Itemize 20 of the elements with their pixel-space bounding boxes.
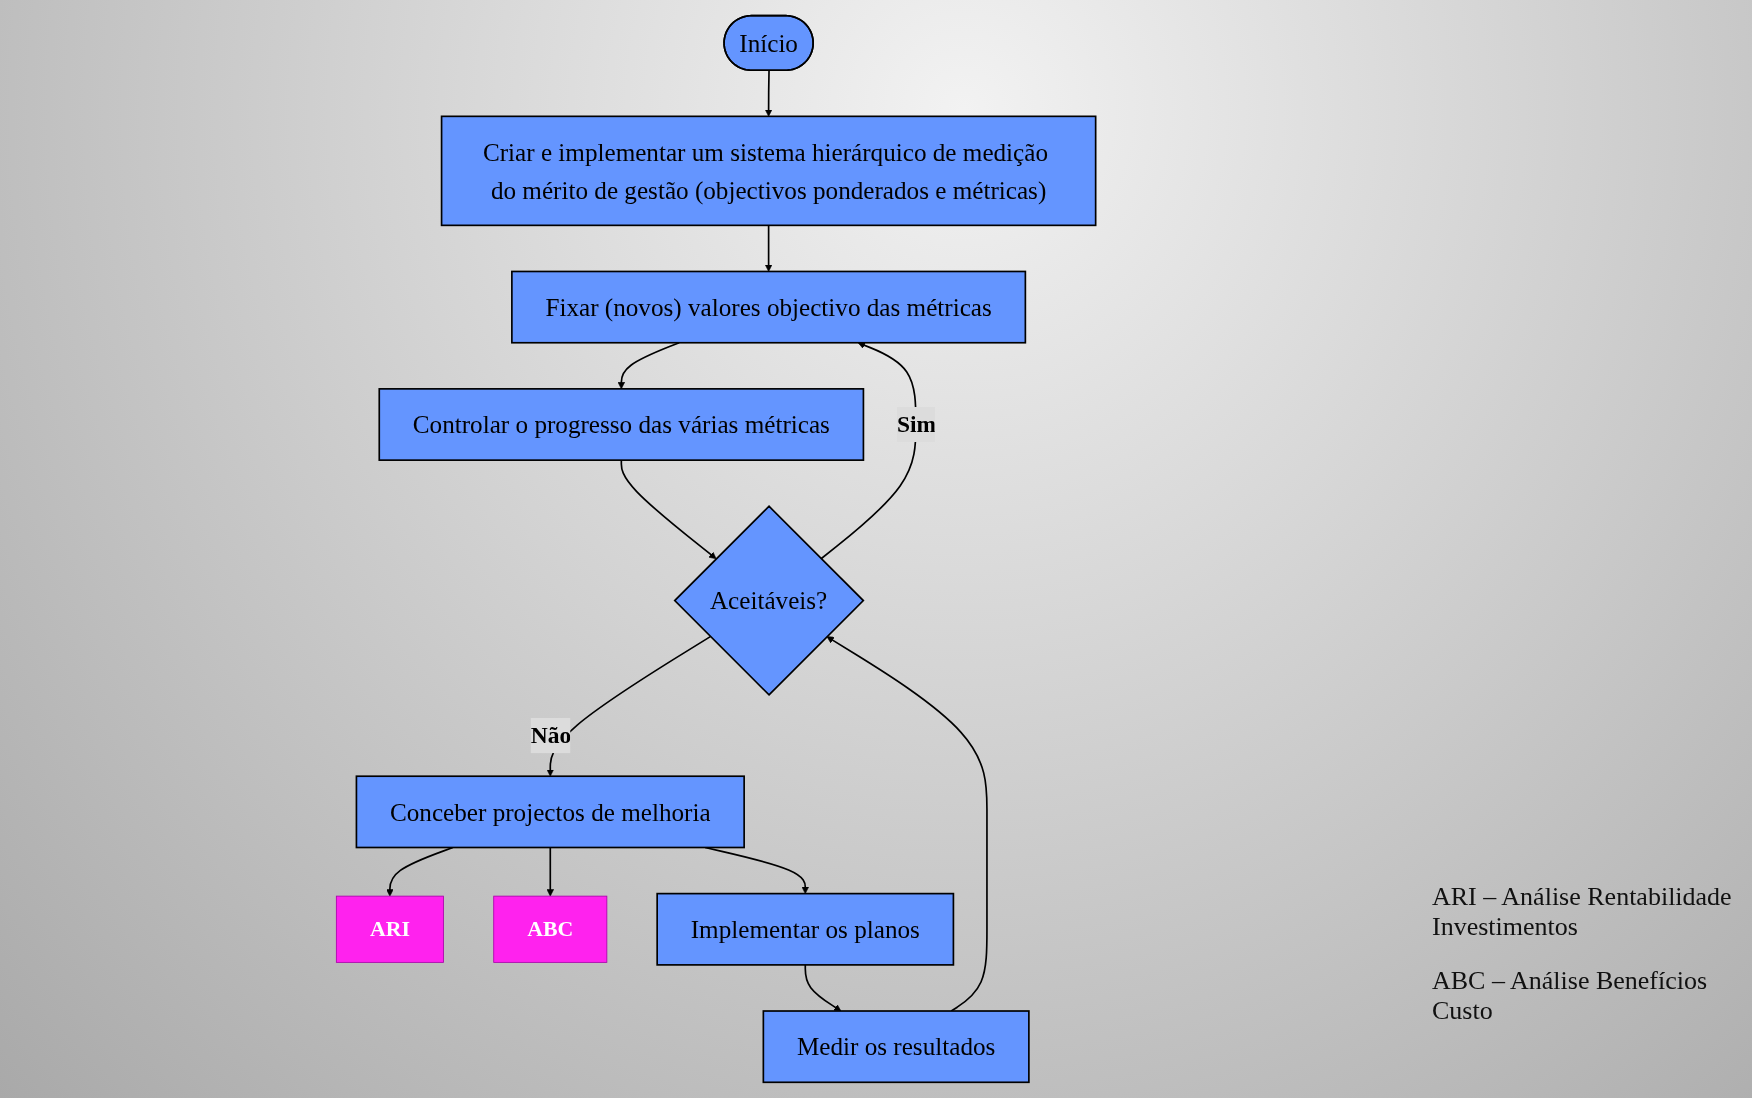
arrow	[764, 69, 773, 117]
arrow	[804, 964, 842, 1012]
edge-label: Sim	[896, 411, 936, 438]
arrow	[620, 459, 717, 560]
node-box: Fixar (novos) valores objectivo das métricas	[511, 270, 1027, 344]
node-box: Conceber projectos de melhoria	[355, 775, 745, 849]
node-box: Implementar os planos	[656, 892, 955, 966]
node-box: Medir os resultados	[762, 1010, 1030, 1084]
note-text: ABC – Análise Benefícios Custo	[1432, 966, 1709, 1026]
node-diamond: Aceitáveis?	[673, 505, 865, 697]
arrow	[546, 846, 554, 897]
note-text: ARI – Análise Rentabilidade Investimentos	[1432, 882, 1732, 942]
arrow	[826, 636, 988, 1012]
node-box: Criar e implementar um sistema hierárquico de medição do mérito de gestão (objectivos ponderados e métricas)	[440, 115, 1097, 227]
node-box: ABC	[493, 895, 608, 963]
node-box: Controlar o progresso das várias métricas	[378, 388, 865, 461]
node-box: ARI	[335, 895, 444, 963]
arrow	[386, 846, 454, 897]
edge-label: Não	[530, 722, 571, 749]
arrow	[764, 224, 773, 272]
